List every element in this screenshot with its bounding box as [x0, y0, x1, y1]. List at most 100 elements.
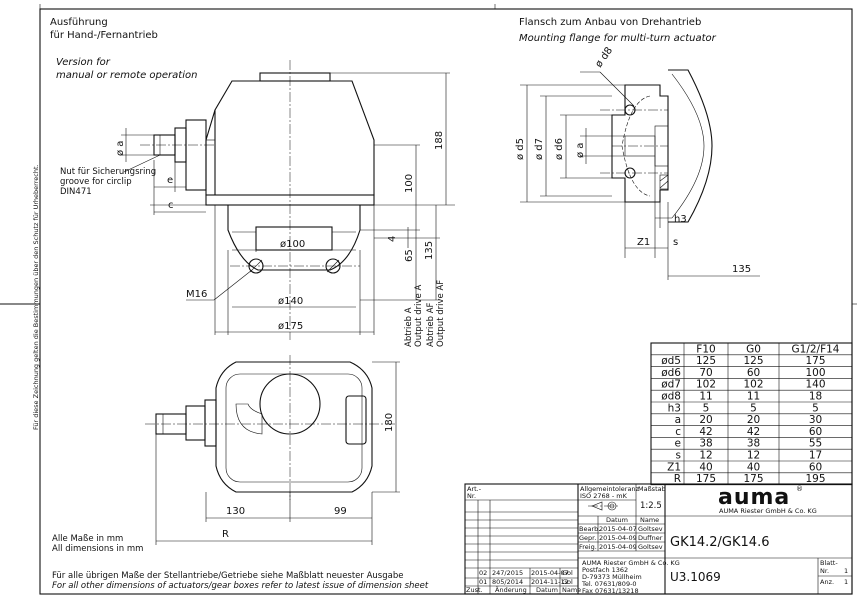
tolerance-label: Allgemeintoleranz: [580, 485, 640, 493]
title-block: Art.- Nr. Allgemeintoleranz ISO 2768 - m…: [464, 483, 853, 595]
table-cell: 5: [750, 402, 757, 414]
gepr-date: 2015-04-09: [599, 534, 637, 542]
table-cell: 40: [747, 461, 760, 473]
output-drive-af-de: Abtrieb AF: [426, 302, 436, 347]
table-row-label: s: [676, 450, 681, 462]
dim-135: 135: [424, 241, 435, 260]
table-cell: 175: [805, 355, 825, 367]
rev-row-1-change: 247/2015: [492, 569, 523, 577]
dim-o100: ø100: [280, 239, 305, 250]
dim-135-flange: 135: [732, 264, 751, 275]
dim-65: 65: [404, 249, 415, 262]
top-view-dimensions: 180 130 99 R: [155, 361, 400, 545]
top-view: [145, 355, 395, 500]
dim-e-front: e: [167, 175, 173, 186]
table-cell: 30: [809, 414, 822, 426]
bearb-date: 2015-04-07: [599, 525, 637, 533]
table-cell: 175: [743, 473, 763, 485]
table-cell: 11: [699, 391, 712, 403]
all-dims-de: Alle Maße in mm: [52, 534, 123, 544]
table-cell: 20: [699, 414, 712, 426]
table-row-label: e: [675, 438, 681, 450]
left-title-en: Version for: [56, 57, 111, 68]
dim-o140: ø140: [278, 296, 303, 307]
logo-registered-mark: ®: [796, 485, 803, 493]
copyright-side-note: Für diese Zeichnung gelten die Bestimmun…: [32, 164, 40, 430]
rev-row-2-name: Gol: [562, 578, 573, 586]
dim-o175: ø175: [278, 321, 303, 332]
dim-m16: M16: [186, 289, 207, 300]
table-cell: 55: [809, 438, 822, 450]
dim-z1: Z1: [637, 237, 650, 248]
table-header-2: G0: [746, 343, 761, 355]
drawing-title: GK14.2/GK14.6: [670, 535, 769, 550]
rev-header-name: Name: [562, 586, 581, 594]
projection-symbol-icon: [588, 501, 620, 511]
dim-100: 100: [404, 174, 415, 193]
table-cell: 70: [699, 367, 712, 379]
freig-date: 2015-04-09: [599, 543, 637, 551]
name-header: Name: [640, 516, 659, 524]
blatt-value: 1: [844, 567, 848, 575]
freig-name: Goltsev: [638, 543, 663, 551]
rev-header-change: Änderung: [495, 585, 527, 594]
table-row-label: R: [674, 473, 681, 485]
bearb-name: Goltsev: [638, 525, 663, 533]
table-cell: 38: [699, 438, 712, 450]
anz-label: Anz.: [820, 578, 834, 586]
dim-130: 130: [226, 506, 245, 517]
address-line-2: Postfach 1362: [582, 566, 628, 574]
table-row-label: ød8: [661, 391, 681, 403]
dim-R: R: [222, 529, 229, 540]
circlip-note-en: groove for circlip: [60, 177, 132, 187]
art-nr-label-2: Nr.: [467, 492, 476, 500]
table-cell: 12: [699, 450, 712, 462]
table-cell: 38: [747, 438, 760, 450]
table-cell: 125: [743, 355, 763, 367]
table-cell: 195: [805, 473, 825, 485]
circlip-note-de: Nut für Sicherungsring: [60, 167, 156, 177]
flange-view: [600, 69, 713, 223]
output-drive-a-de: Abtrieb A: [404, 307, 414, 347]
dim-d7: ø d7: [534, 138, 545, 160]
table-cell: 100: [805, 367, 825, 379]
drawing-number: U3.1069: [670, 570, 721, 584]
table-cell: 40: [699, 461, 712, 473]
table-cell: 60: [809, 461, 822, 473]
front-view-dimensions: ø a Nut für Sicherungsring groove for ci…: [60, 72, 450, 347]
rev-row-2-date: 2014-11-12: [531, 578, 569, 586]
auma-logo: auma: [718, 485, 790, 510]
drawing-frame: [39, 8, 853, 595]
table-row-label: a: [675, 414, 681, 426]
front-view: [140, 60, 455, 340]
output-drive-af-en: Output drive AF: [436, 280, 446, 347]
rev-header-zust: Zust.: [466, 586, 483, 594]
dim-188: 188: [434, 131, 445, 150]
datum-header: Datum: [606, 516, 628, 524]
table-cell: 102: [696, 379, 716, 391]
table-cell: 20: [747, 414, 760, 426]
output-drive-a-en: Output drive A: [414, 285, 424, 347]
address-line-1: AUMA Riester GmbH & Co. KG: [582, 559, 680, 567]
dim-4: 4: [387, 236, 398, 242]
table-cell: 12: [747, 450, 760, 462]
footer-note-en: For all other dimensions of actuators/ge…: [52, 581, 429, 591]
logo-company: AUMA Riester GmbH & Co. KG: [719, 507, 817, 515]
table-cell: 60: [747, 367, 760, 379]
bearb-label: Bearb.: [579, 525, 600, 533]
scale-value: 1:2.5: [640, 501, 662, 511]
circlip-note-din: DIN471: [60, 187, 92, 197]
right-title-de: Flansch zum Anbau von Drehantrieb: [519, 17, 701, 28]
table-cell: 5: [812, 402, 819, 414]
table-cell: 140: [805, 379, 825, 391]
freig-label: Freig.: [579, 543, 597, 551]
left-title-de: Ausführung: [50, 17, 108, 28]
table-row-label: c: [675, 426, 681, 438]
dim-180: 180: [384, 413, 395, 432]
anz-value: 1: [844, 578, 848, 586]
gepr-label: Gepr.: [579, 534, 596, 542]
table-row-label: Z1: [667, 461, 681, 473]
dim-a-flange: ø a: [575, 143, 586, 158]
table-cell: 102: [743, 379, 763, 391]
